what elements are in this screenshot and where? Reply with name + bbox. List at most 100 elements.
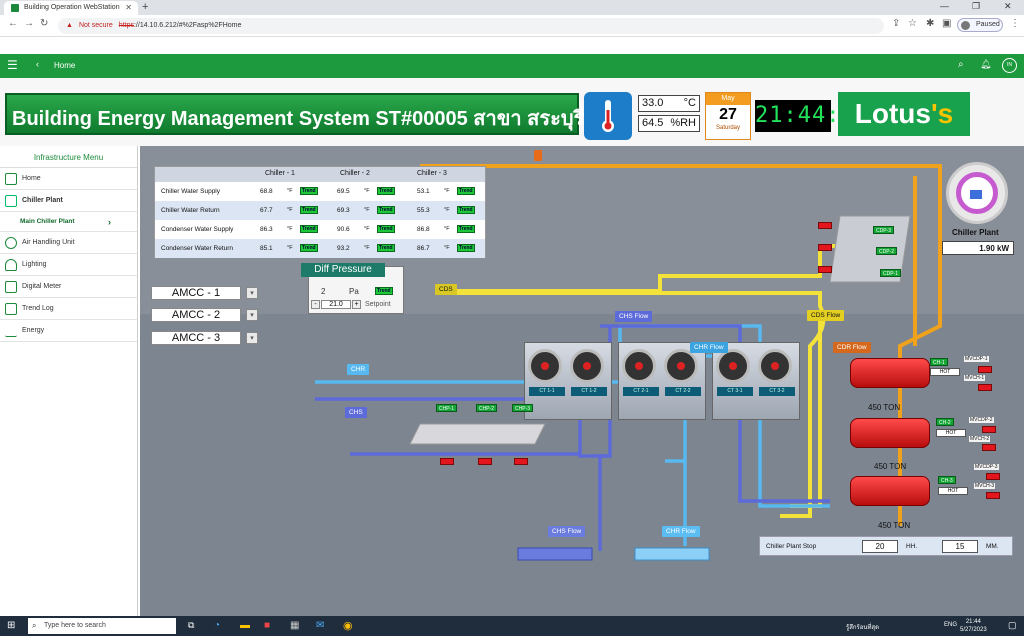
trend-button[interactable]: Trend [377,225,395,233]
amcc-3-field[interactable]: AMCC - 3 [151,331,241,345]
cdp-3-tag[interactable]: CDP-3 [873,226,895,234]
windows-start-icon[interactable]: ⊞ [7,620,16,631]
cds-pipe-tag[interactable]: CDS [435,284,457,295]
file-explorer-icon[interactable]: ▬ [240,620,250,631]
trend-button[interactable]: Trend [457,225,475,233]
setpoint-field[interactable]: 21.0 [321,300,351,309]
cdr-flow-tag[interactable]: CDR Flow [833,342,871,353]
chrome-icon[interactable]: ◉ [343,620,353,632]
new-tab-button[interactable]: + [142,1,149,13]
trend-button[interactable]: Trend [377,206,395,214]
breadcrumb[interactable]: Home [54,61,76,70]
trend-button[interactable]: Trend [377,244,395,252]
close-window-icon[interactable]: ✕ [1004,1,1012,11]
chp-1-alarm[interactable] [440,458,454,465]
amcc-1-field[interactable]: AMCC - 1 [151,286,241,300]
amcc-2-dropdown[interactable]: ▾ [246,309,258,321]
sidepanel-icon[interactable]: ▣ [942,18,952,29]
trend-button[interactable]: Trend [300,206,318,214]
ch-1-mode[interactable]: HOT [930,368,960,376]
cds-flow-tag[interactable]: CDS Flow [807,310,845,321]
chs-pipe-tag[interactable]: CHS [345,407,367,418]
trend-button[interactable]: Trend [300,225,318,233]
chiller-2[interactable] [850,418,930,448]
cooling-tower-1[interactable]: CT 1-1 CT 1-2 [524,342,612,420]
back-icon[interactable]: ← [8,18,18,29]
weather-text[interactable]: รู้สึกร้อนที่สุด [846,625,879,631]
stop-mm-field[interactable]: 15 [942,540,978,553]
chiller-1[interactable] [850,358,930,388]
share-icon[interactable]: ⇪ [892,18,901,29]
ch-1-tag[interactable]: CH-1 [930,358,948,366]
sidebar-item-home[interactable]: Home [0,168,137,190]
mvch-3-alarm[interactable] [986,492,1000,499]
trend-button[interactable]: Trend [457,206,475,214]
bell-icon[interactable]: 🔔︎ [980,59,992,69]
chp-1-tag[interactable]: CHP-1 [436,404,458,412]
ch-3-tag[interactable]: CH-3 [938,476,956,484]
menu-kebab-icon[interactable]: ⋮ [1010,18,1020,29]
setpoint-plus-button[interactable]: + [352,300,361,309]
amcc-2-field[interactable]: AMCC - 2 [151,308,241,322]
bookmark-star-icon[interactable]: ☆ [908,18,917,29]
chevron-left-icon[interactable]: ‹ [36,59,39,69]
app-icon[interactable]: ▦ [290,620,300,631]
mvch-1-alarm[interactable] [978,384,992,391]
setpoint-minus-button[interactable]: - [311,300,320,309]
chs-flow-bottom-tag[interactable]: CHS Flow [548,526,586,537]
ch-3-mode[interactable]: HOT [938,487,968,495]
sidebar-item-digital-meter[interactable]: Digital Meter [0,276,137,298]
sidebar-item-main-chiller-plant[interactable]: Main Chiller Plant› [0,212,137,232]
hamburger-menu-icon[interactable]: ☰ [7,58,18,72]
chiller-3[interactable] [850,476,930,506]
trend-button[interactable]: Trend [457,244,475,252]
sidebar-item-air-handling-unit[interactable]: Air Handling Unit [0,232,137,254]
mvcdp-3-alarm[interactable] [986,473,1000,480]
minimize-icon[interactable]: — [940,1,949,11]
cdp-1-tag[interactable]: CDP-1 [880,269,902,277]
chr-pipe-tag[interactable]: CHR [347,364,370,375]
sidebar-item-trend-log[interactable]: Trend Log [0,298,137,320]
chp-2-alarm[interactable] [478,458,492,465]
app-icon[interactable]: ■ [264,620,271,631]
chs-flow-tag[interactable]: CHS Flow [615,311,653,322]
diff-pressure-trend-button[interactable]: Trend [375,287,393,295]
chp-2-tag[interactable]: CHP-2 [476,404,498,412]
taskbar-search-input[interactable]: ⌕Type here to search [28,618,176,634]
reload-icon[interactable]: ↻ [40,18,49,29]
close-tab-icon[interactable]: ✕ [125,3,132,12]
edge-icon[interactable]: ◔ [214,620,221,631]
profile-button[interactable]: Paused [957,18,1003,32]
cdp-2-alarm[interactable] [818,244,832,251]
trend-button[interactable]: Trend [300,244,318,252]
trend-button[interactable]: Trend [457,187,475,195]
mail-icon[interactable]: ✉ [316,620,325,631]
chp-3-alarm[interactable] [514,458,528,465]
trend-button[interactable]: Trend [300,187,318,195]
sidebar-item-chiller-plant[interactable]: Chiller Plant [0,190,137,212]
ch-2-mode[interactable]: HOT [936,429,966,437]
search-icon[interactable]: ⌕ [958,59,964,70]
restore-icon[interactable]: ❐ [972,1,981,11]
mvcdp-2-alarm[interactable] [982,426,996,433]
cooling-tower-3[interactable]: CT 3-1 CT 3-2 [712,342,800,420]
sidebar-item-energy[interactable]: Energy [0,320,137,342]
chp-3-tag[interactable]: CHP-3 [512,404,534,412]
amcc-3-dropdown[interactable]: ▾ [246,332,258,344]
trend-button[interactable]: Trend [377,187,395,195]
cooling-tower-2[interactable]: CT 2-1 CT 2-2 [618,342,706,420]
stop-hh-field[interactable]: 20 [862,540,898,553]
mvch-2-alarm[interactable] [982,444,996,451]
notifications-icon[interactable]: ▢ [1008,620,1017,630]
cdp-2-tag[interactable]: CDP-2 [876,247,898,255]
task-view-icon[interactable]: ⧉ [188,620,195,630]
user-avatar-icon[interactable]: IN [1002,58,1017,73]
ch-2-tag[interactable]: CH-2 [936,418,954,426]
cdp-3-alarm[interactable] [818,222,832,229]
chr-flow-tag[interactable]: CHR Flow [690,342,728,353]
sidebar-item-lighting[interactable]: Lighting [0,254,137,276]
extensions-icon[interactable]: ✱ [926,18,935,29]
mvcdp-1-alarm[interactable] [978,366,992,373]
